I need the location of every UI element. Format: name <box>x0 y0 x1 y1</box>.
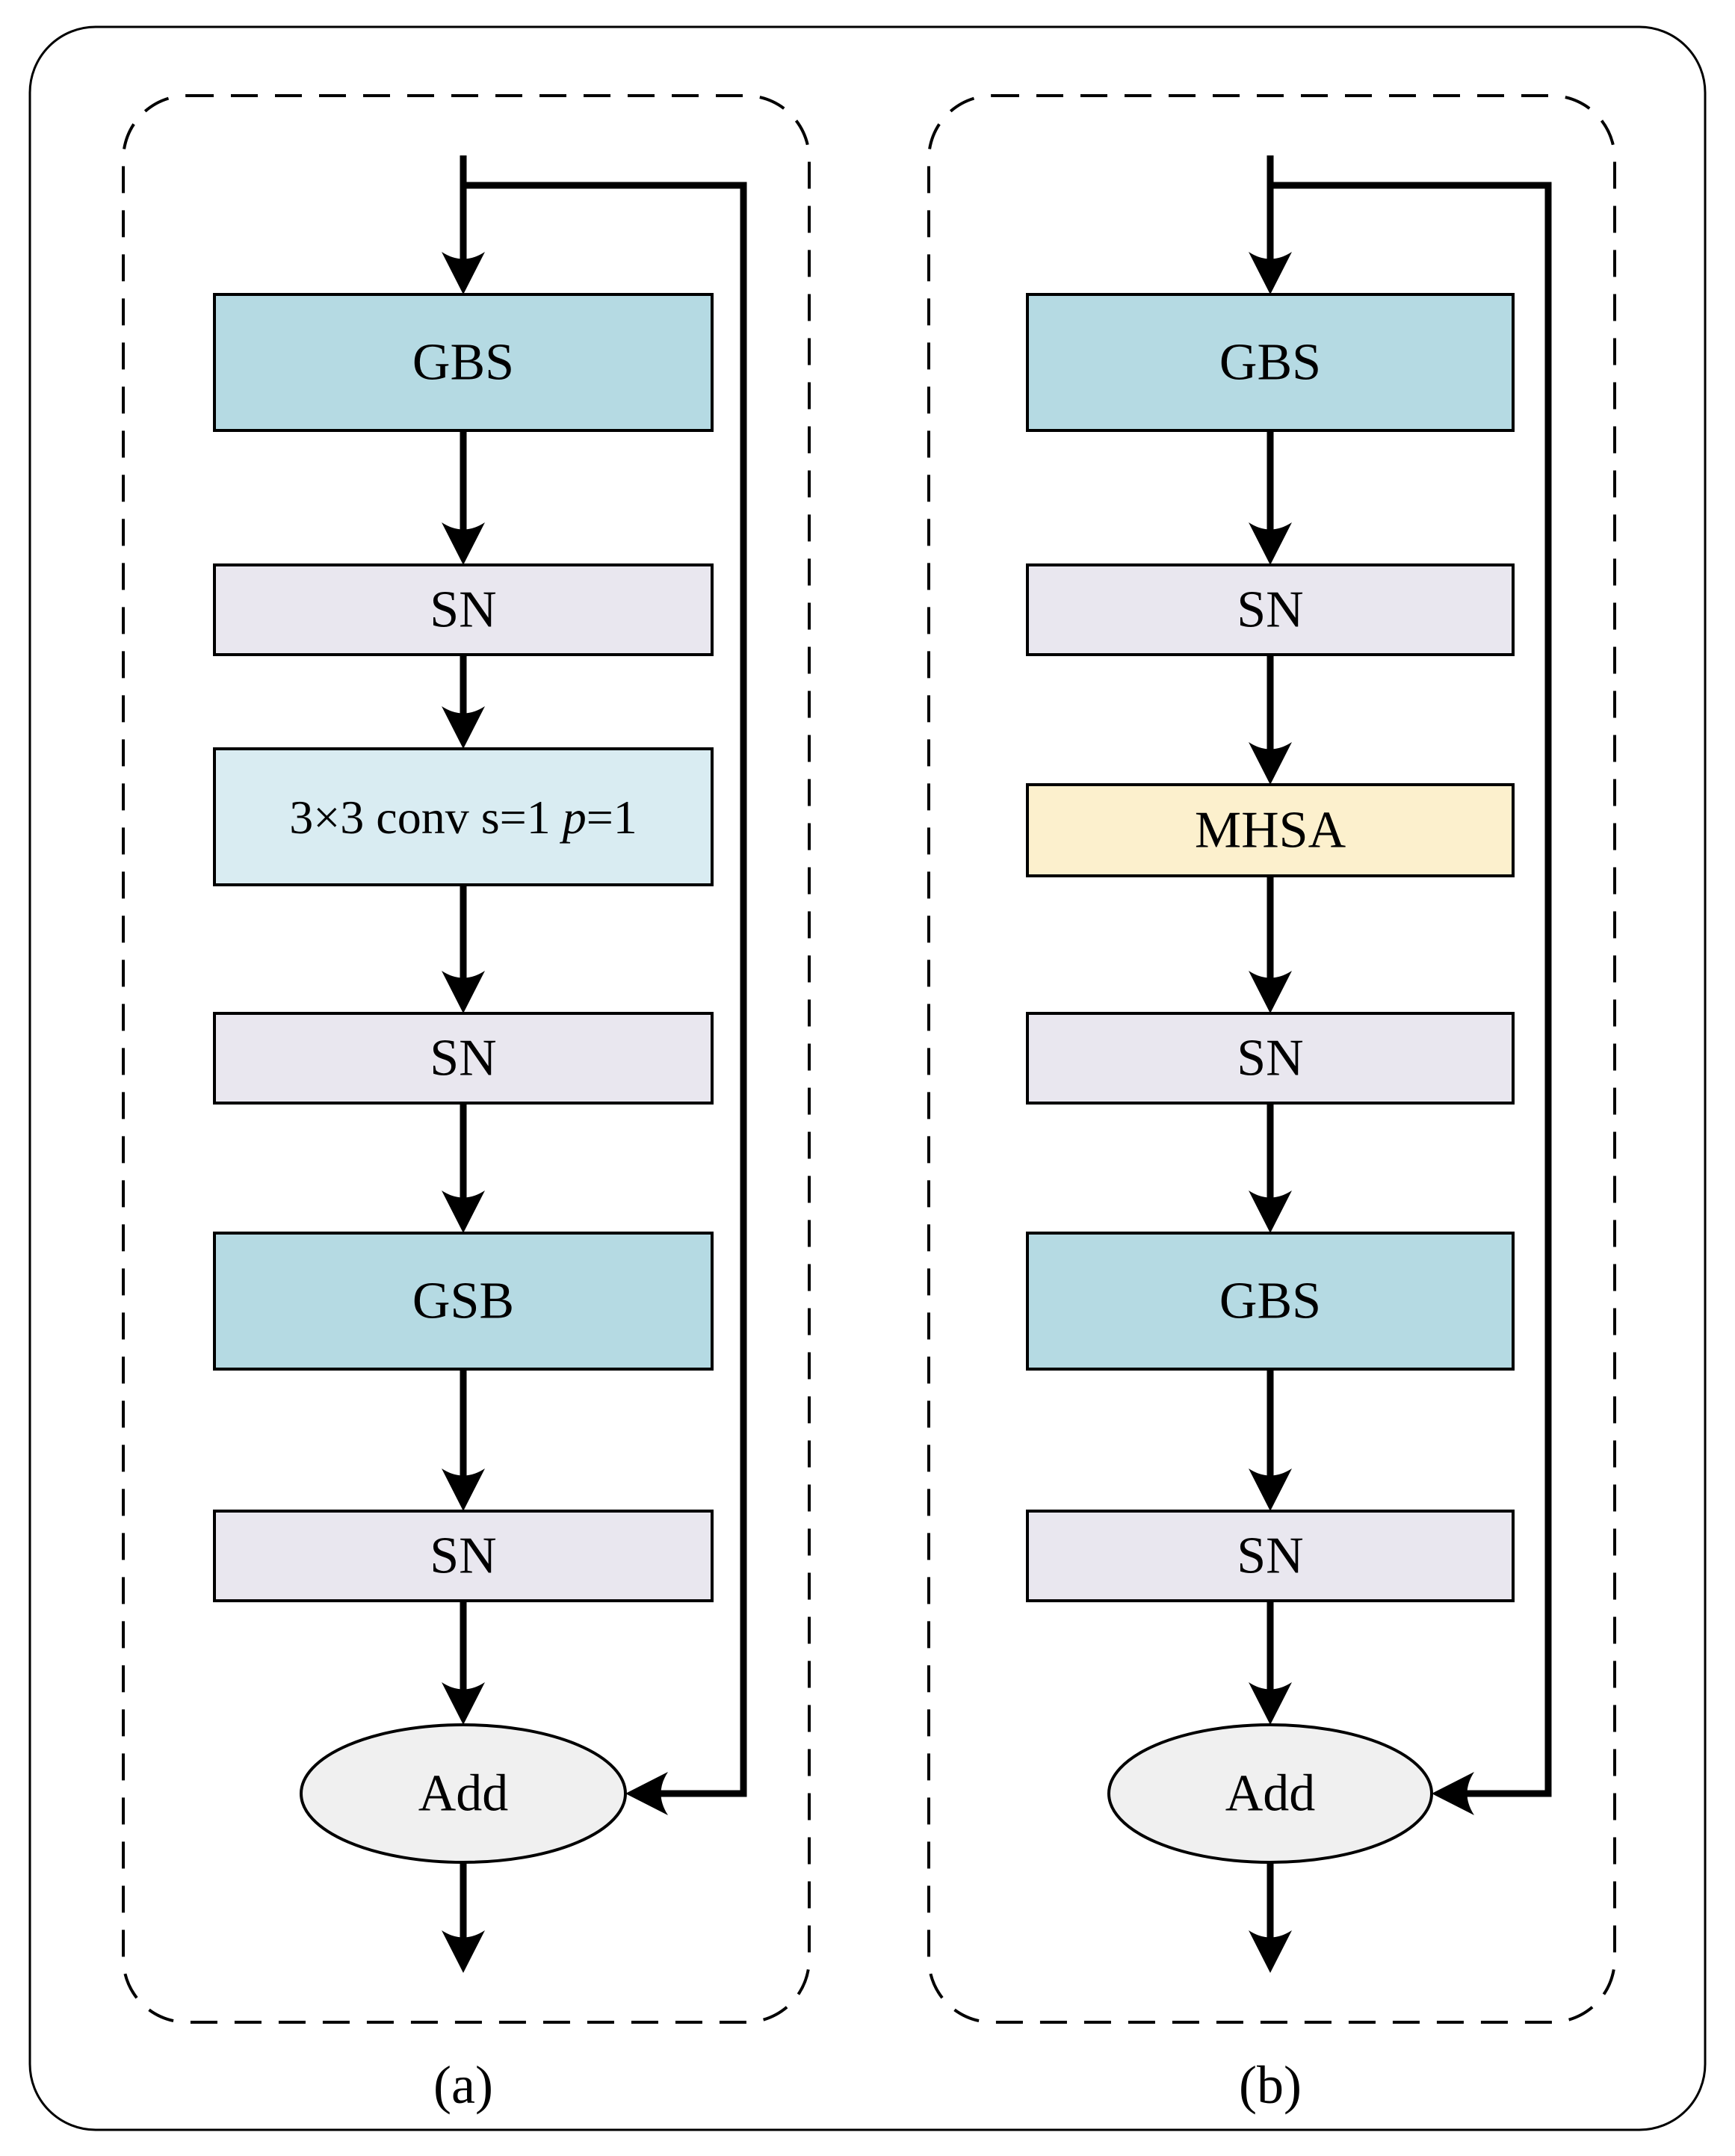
sn-block-b3 <box>1026 1510 1515 1602</box>
gbs-block-b1 <box>1026 293 1515 432</box>
panel-a-caption: (a) <box>433 2055 493 2115</box>
gbs-block-a <box>213 293 714 432</box>
panel-a-dashed-border <box>122 94 811 2024</box>
skip-connection-arrowhead-a <box>625 1772 668 1815</box>
sn-block-b3-label: SN <box>1237 1528 1303 1585</box>
sn-block-a1-label: SN <box>430 581 496 639</box>
sn-block-b2-label: SN <box>1237 1030 1303 1087</box>
gbs-block-b1-label: GBS <box>1219 334 1321 392</box>
add-node-a-label: Add <box>418 1765 509 1823</box>
conv-block-a <box>213 747 714 886</box>
sn-block-b1 <box>1026 563 1515 656</box>
sn-block-b2 <box>1026 1012 1515 1105</box>
gsb-block-a <box>213 1232 714 1371</box>
panel-b-dashed-border <box>927 94 1616 2024</box>
skip-connection-arrowhead-b <box>1432 1772 1474 1815</box>
sn-block-a2 <box>213 1012 714 1105</box>
mhsa-block-b <box>1026 783 1515 877</box>
sn-block-a3-label: SN <box>430 1528 496 1585</box>
gbs-block-b2-label: GBS <box>1219 1273 1321 1330</box>
add-node-b <box>1107 1723 1433 1864</box>
mhsa-block-b-label: MHSA <box>1195 802 1346 859</box>
outer-frame <box>28 25 1707 2131</box>
gbs-block-b2 <box>1026 1232 1515 1371</box>
conv-label-suffix: =1 <box>587 791 637 844</box>
add-node-b-label: Add <box>1225 1765 1316 1823</box>
conv-label-variable: p <box>560 791 587 844</box>
panel-b-caption: (b) <box>1239 2055 1302 2115</box>
sn-block-b1-label: SN <box>1237 581 1303 639</box>
gbs-block-a-label: GBS <box>412 334 514 392</box>
sn-block-a3 <box>213 1510 714 1602</box>
add-node-a <box>300 1723 627 1864</box>
gsb-block-a-label: GSB <box>412 1273 514 1330</box>
conv-label-prefix: 3×3 conv s=1 <box>289 791 551 844</box>
skip-connection-line-a <box>463 182 747 1797</box>
skip-connection-line-b <box>1270 182 1552 1797</box>
sn-block-a2-label: SN <box>430 1030 496 1087</box>
sn-block-a1 <box>213 563 714 656</box>
